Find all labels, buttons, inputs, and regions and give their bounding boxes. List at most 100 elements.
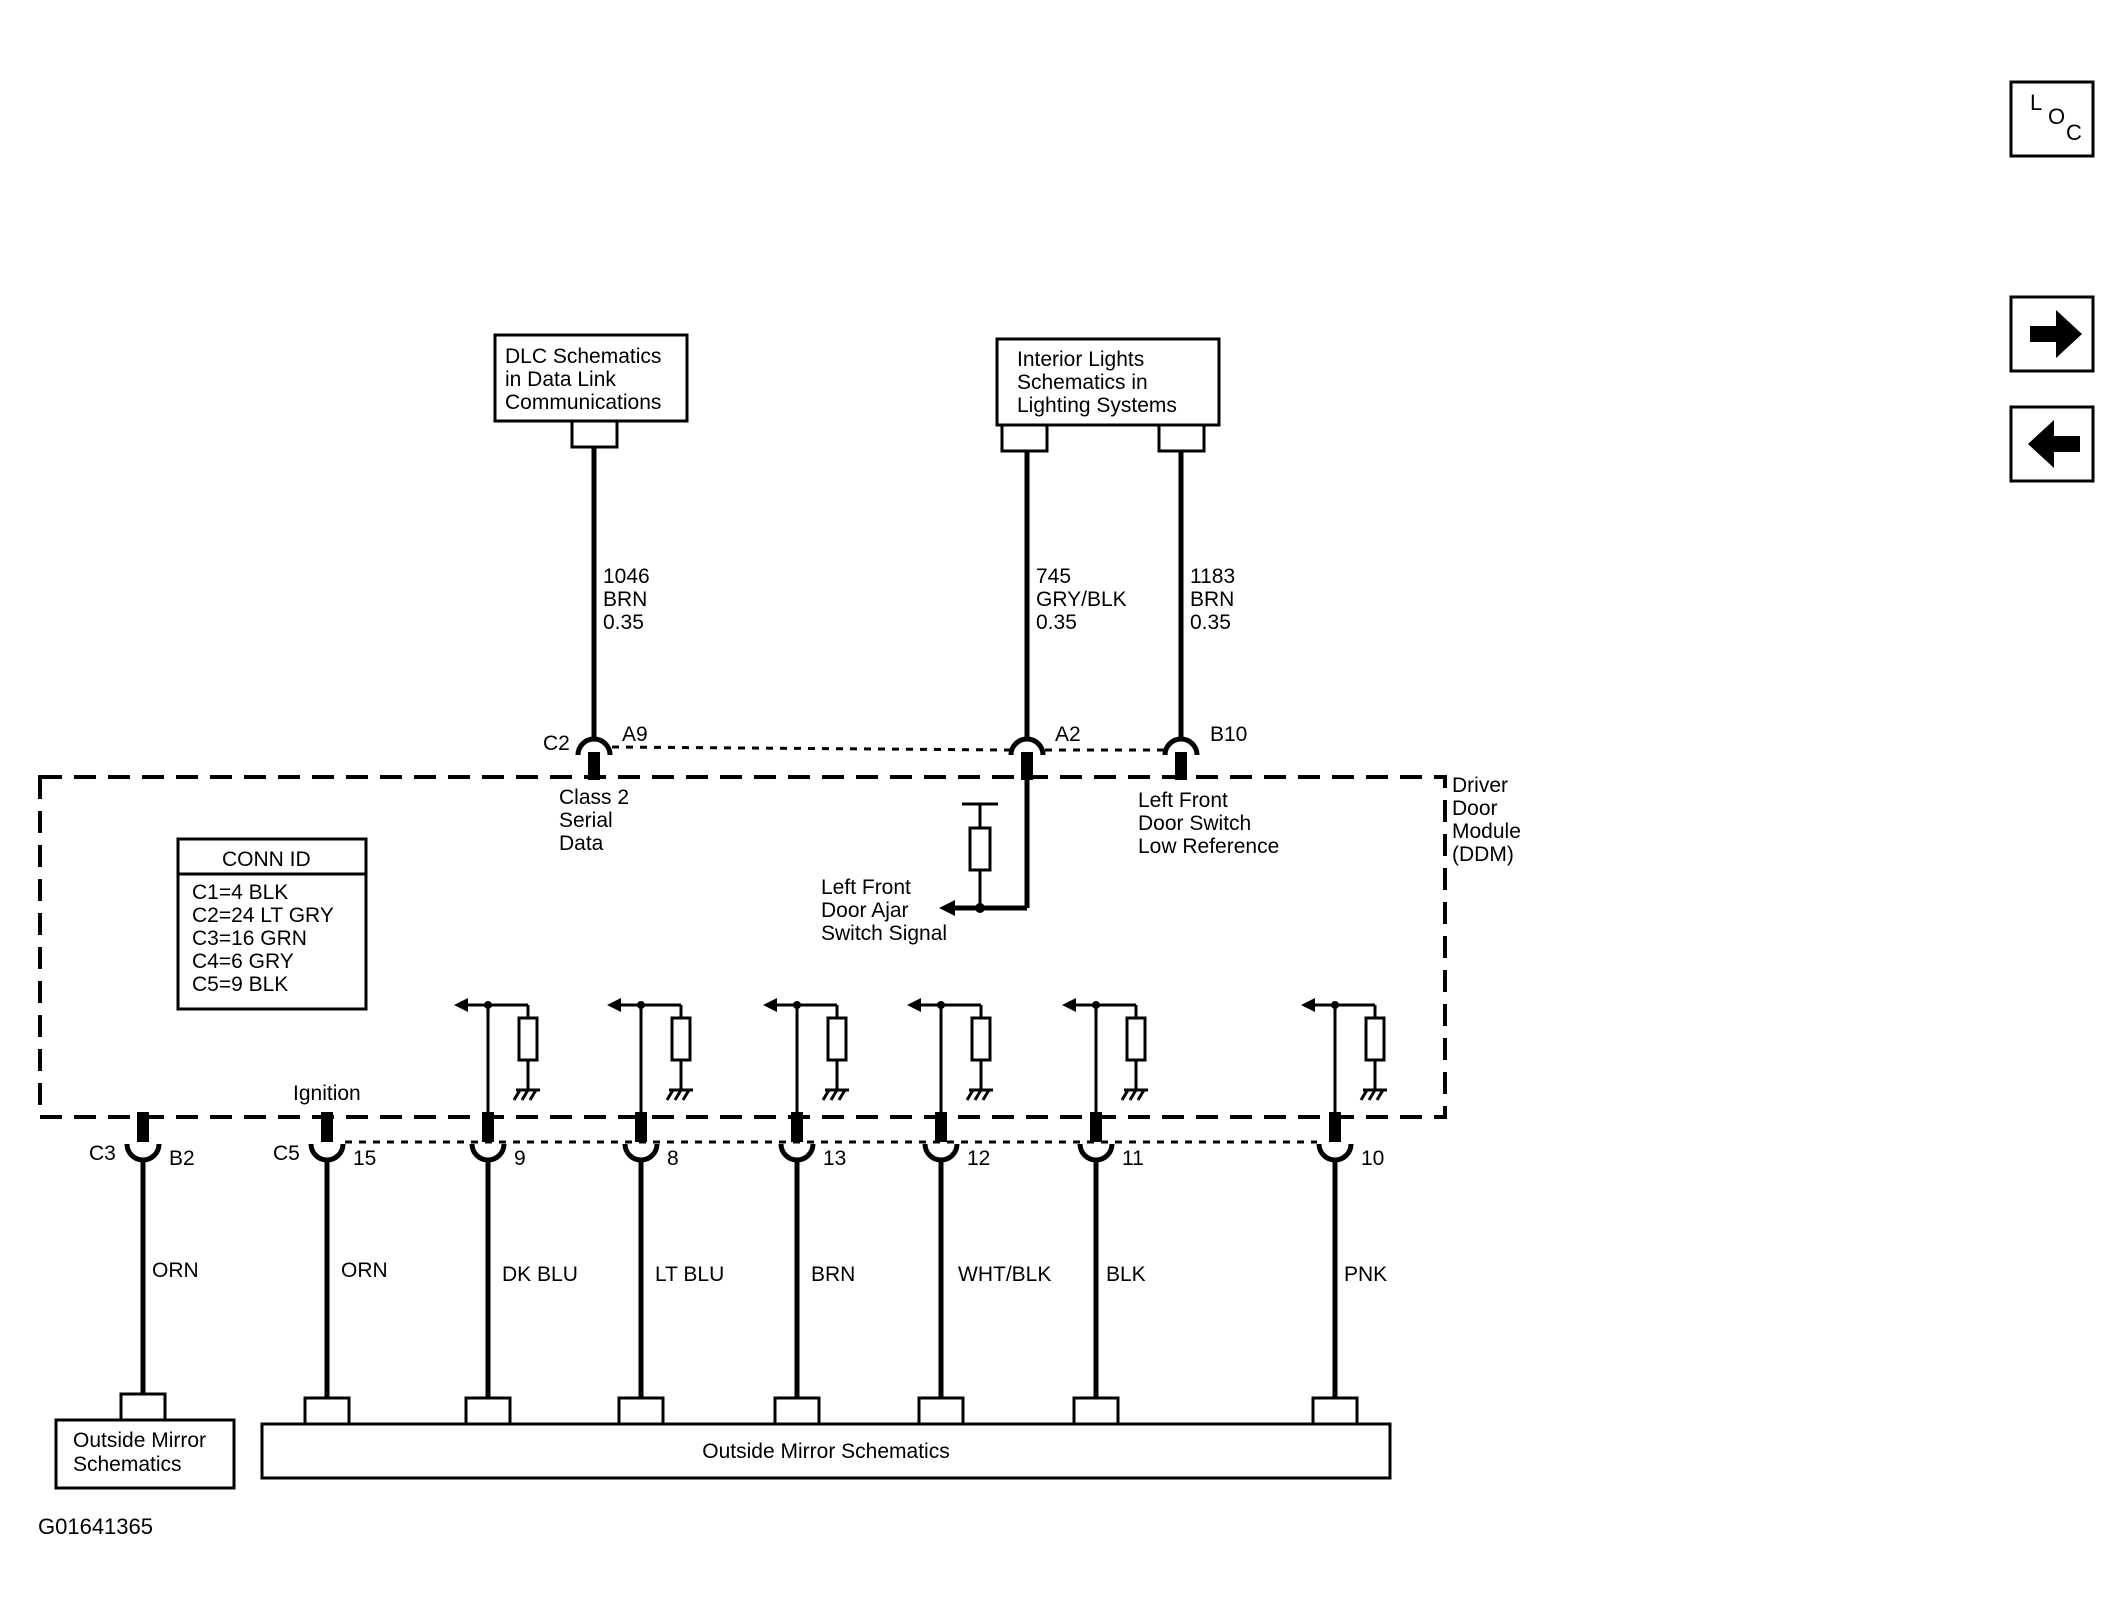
- wire-color-label: WHT/BLK: [958, 1263, 1051, 1286]
- svg-text:Schematics: Schematics: [73, 1453, 182, 1476]
- driver-circuit-11: [1062, 998, 1148, 1112]
- svg-text:GRY/BLK: GRY/BLK: [1036, 588, 1127, 611]
- svg-text:Outside Mirror: Outside Mirror: [73, 1429, 206, 1452]
- svg-text:Communications: Communications: [505, 391, 661, 414]
- connector-a2: [1008, 736, 1046, 780]
- svg-text:Switch Signal: Switch Signal: [821, 922, 947, 945]
- lf-door-switch-low-ref-label: Left Front Door Switch Low Reference: [1138, 789, 1279, 858]
- outside-mirror-left-box[interactable]: Outside Mirror Schematics: [54, 1418, 236, 1490]
- interior-lights-box[interactable]: Interior Lights Schematics in Lighting S…: [995, 337, 1221, 427]
- svg-text:C4=6 GRY: C4=6 GRY: [192, 950, 294, 973]
- svg-text:745: 745: [1036, 565, 1071, 588]
- driver-circuit-13: [763, 998, 849, 1112]
- outside-mirror-bottom-box[interactable]: Outside Mirror Schematics: [260, 1422, 1392, 1480]
- pin-label-b10: B10: [1210, 723, 1247, 746]
- wire-color-label: ORN: [341, 1259, 388, 1282]
- svg-text:BRN: BRN: [603, 588, 647, 611]
- svg-text:Outside Mirror Schematics: Outside Mirror Schematics: [702, 1440, 949, 1463]
- wire-label-1046: 1046 BRN 0.35: [603, 565, 650, 634]
- svg-text:Door: Door: [1452, 797, 1498, 820]
- conn-id-title: CONN ID: [222, 848, 311, 871]
- svg-text:Left Front: Left Front: [1138, 789, 1228, 812]
- arrow-left-icon: [2028, 420, 2080, 468]
- wire-color-label: BLK: [1106, 1263, 1146, 1286]
- svg-text:(DDM): (DDM): [1452, 843, 1514, 866]
- ground-icon: [1359, 1088, 1387, 1101]
- svg-text:Module: Module: [1452, 820, 1521, 843]
- svg-text:0.35: 0.35: [1036, 611, 1077, 634]
- ground-icon: [512, 1088, 540, 1101]
- svg-text:BRN: BRN: [1190, 588, 1234, 611]
- pin-label-9: 9: [514, 1147, 526, 1170]
- conn-label-c2: C2: [543, 732, 570, 755]
- svg-text:C1=4 BLK: C1=4 BLK: [192, 881, 288, 904]
- class2-label: Class 2 Serial Data: [559, 786, 629, 855]
- loc-letter-c: C: [2066, 120, 2082, 145]
- pin-label-11: 11: [1122, 1147, 1144, 1170]
- wire-color-label: ORN: [152, 1259, 199, 1282]
- wire-color-label: LT BLU: [655, 1263, 724, 1286]
- svg-text:Door Switch: Door Switch: [1138, 812, 1251, 835]
- pin-label-12: 12: [967, 1147, 990, 1170]
- ignition-label: Ignition: [293, 1082, 361, 1105]
- ddm-label: Driver Door Module (DDM): [1452, 774, 1521, 866]
- ground-icon: [821, 1088, 849, 1101]
- connector-c2-a9: [575, 736, 613, 780]
- figure-id: G01641365: [38, 1514, 153, 1539]
- svg-text:Door Ajar: Door Ajar: [821, 899, 909, 922]
- pin-label-10: 10: [1361, 1147, 1384, 1170]
- pin-label-a9: A9: [622, 723, 648, 746]
- svg-text:Low Reference: Low Reference: [1138, 835, 1279, 858]
- pin-label-15: 15: [353, 1147, 376, 1170]
- ground-icon: [1120, 1088, 1148, 1101]
- svg-text:Left Front: Left Front: [821, 876, 911, 899]
- conn-id-table: CONN ID C1=4 BLK C2=24 LT GRY C3=16 GRN …: [176, 837, 368, 1011]
- driver-circuit-10: [1301, 998, 1387, 1112]
- pin-label-8: 8: [667, 1147, 679, 1170]
- svg-text:Driver: Driver: [1452, 774, 1508, 797]
- svg-text:Lighting Systems: Lighting Systems: [1017, 394, 1177, 417]
- next-button[interactable]: [2009, 295, 2095, 373]
- svg-text:Interior Lights: Interior Lights: [1017, 348, 1144, 371]
- ground-icon: [665, 1088, 693, 1101]
- conn-label-c3: C3: [89, 1142, 116, 1165]
- dlc-schematics-box[interactable]: DLC Schematics in Data Link Communicatio…: [493, 333, 689, 423]
- svg-text:Schematics in: Schematics in: [1017, 371, 1148, 394]
- svg-text:1046: 1046: [603, 565, 650, 588]
- driver-circuit-8: [607, 998, 693, 1112]
- internal-driver-circuits: [454, 998, 1387, 1112]
- ground-icon: [965, 1088, 993, 1101]
- driver-circuit-9: [454, 998, 540, 1112]
- svg-text:C3=16 GRN: C3=16 GRN: [192, 927, 307, 950]
- svg-text:0.35: 0.35: [603, 611, 644, 634]
- bottom-wire-3: 9 DK BLU: [464, 1112, 578, 1424]
- svg-text:Class 2: Class 2: [559, 786, 629, 809]
- wire-label-1183: 1183 BRN 0.35: [1190, 565, 1235, 634]
- conn-label-c5: C5: [273, 1142, 300, 1165]
- connector-b10: [1162, 736, 1200, 780]
- arrow-right-icon: [2030, 310, 2082, 358]
- svg-text:Data: Data: [559, 832, 604, 855]
- loc-letter-l: L: [2030, 90, 2042, 115]
- ddm-boundary: [38, 775, 1447, 1119]
- loc-button[interactable]: L O C: [2009, 80, 2095, 158]
- wire-color-label: PNK: [1344, 1263, 1387, 1286]
- wire-color-label: BRN: [811, 1263, 855, 1286]
- svg-text:C5=9 BLK: C5=9 BLK: [192, 973, 288, 996]
- svg-text:1183: 1183: [1190, 565, 1235, 588]
- prev-button[interactable]: [2009, 405, 2095, 483]
- wire-color-label: DK BLU: [502, 1263, 578, 1286]
- driver-circuit-12: [907, 998, 993, 1112]
- bottom-wire-4: 8 LT BLU: [617, 1112, 724, 1424]
- svg-text:Serial: Serial: [559, 809, 613, 832]
- door-ajar-circuit: [939, 780, 1030, 916]
- pin-label-13: 13: [823, 1147, 846, 1170]
